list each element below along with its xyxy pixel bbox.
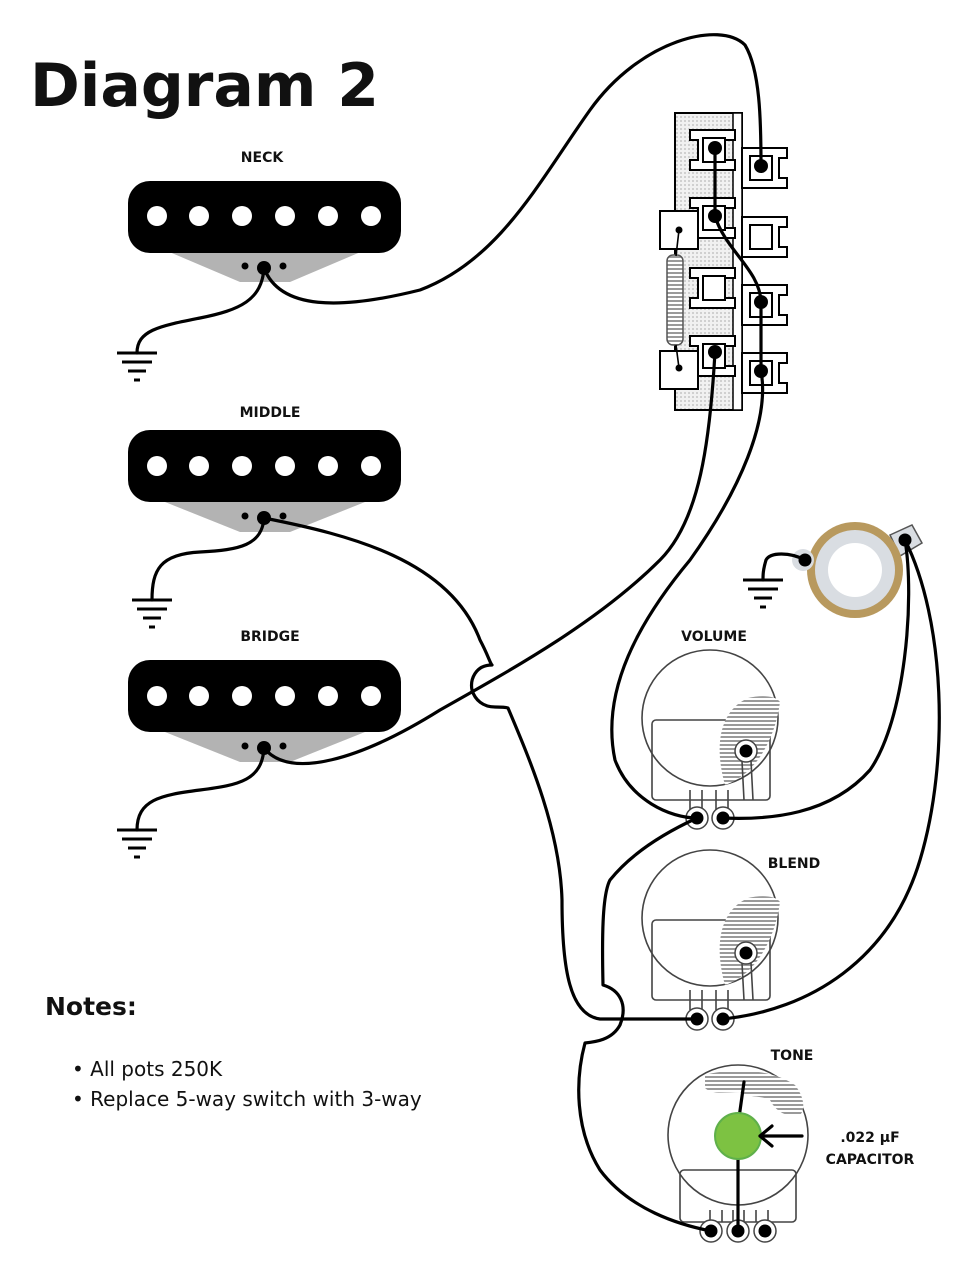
wire-jack-volume (721, 538, 911, 820)
capacitor-value: .022 µF (840, 1130, 899, 1146)
wires (135, 33, 941, 1233)
selector-switch (659, 112, 788, 411)
pickup-label: NECK (241, 150, 285, 166)
pole-pieces (147, 686, 381, 706)
pole-pieces (147, 456, 381, 476)
wire-middle-ground (150, 516, 266, 602)
spring (666, 254, 684, 346)
volume-label: VOLUME (681, 629, 747, 645)
pickup-bridge: BRIDGE (128, 629, 401, 762)
pickup-middle: MIDDLE (128, 405, 401, 532)
wire-jack-ground (761, 552, 807, 582)
capacitor (714, 1112, 762, 1160)
notes: Notes: • All pots 250K • Replace 5-way s… (45, 992, 422, 1111)
ground-icon (132, 598, 172, 629)
note-item: • All pots 250K (72, 1057, 223, 1081)
tone-pot: TONE (667, 1048, 814, 1243)
volume-pot: VOLUME (641, 629, 780, 830)
capacitor-label: CAPACITOR (826, 1152, 915, 1168)
pickup-neck: NECK (128, 150, 401, 282)
capacitor-arrow-icon (758, 1124, 804, 1148)
pickup-label: MIDDLE (240, 405, 301, 421)
ground-icon (117, 828, 157, 859)
wire-bridge-ground (135, 746, 266, 832)
ground-icon (743, 578, 783, 609)
wire-volume-tone (577, 816, 713, 1233)
tone-label: TONE (771, 1048, 814, 1064)
note-item: • Replace 5-way switch with 3-way (72, 1087, 422, 1111)
wire-neck-ground (135, 266, 266, 355)
wire-jack-blend (721, 538, 941, 1021)
diagram-title: Diagram 2 (30, 51, 379, 121)
wire-middle-blend (262, 516, 699, 1021)
pickup-body (128, 660, 401, 732)
pickup-body (128, 181, 401, 253)
pole-pieces (147, 206, 381, 226)
notes-heading: Notes: (45, 992, 137, 1021)
output-jack (792, 522, 924, 618)
wire-switch-volume (610, 369, 765, 820)
ground-icon (117, 351, 157, 382)
pickup-label: BRIDGE (240, 629, 299, 645)
blend-pot: BLEND (641, 849, 821, 1031)
wire-bridge-switch (262, 350, 717, 766)
wire-neck-switch (262, 33, 763, 305)
blend-label: BLEND (768, 856, 821, 872)
pickup-body (128, 430, 401, 502)
